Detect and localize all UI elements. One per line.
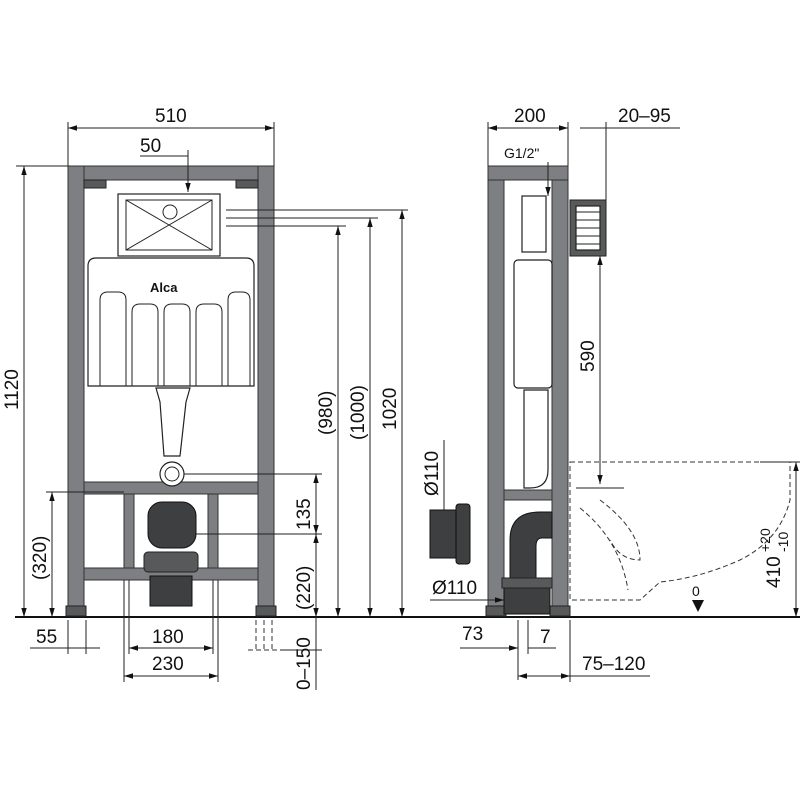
frame-foot-right bbox=[255, 605, 277, 617]
wc-pan-outline bbox=[569, 461, 791, 601]
frame-inner-rail-right bbox=[207, 493, 219, 569]
flush-plate-inner bbox=[125, 199, 213, 251]
drain-elbow-side bbox=[509, 511, 553, 581]
dim-75-120: 75–120 bbox=[582, 654, 645, 675]
dim-width-total: 510 bbox=[155, 106, 187, 127]
dim-adjust: 0–150 bbox=[294, 637, 315, 690]
side-frame-middle-bar bbox=[503, 489, 553, 501]
dim-h-135: 135 bbox=[294, 498, 315, 530]
drain-coupler bbox=[429, 509, 461, 559]
dim-wall-gap: 20–95 bbox=[618, 106, 671, 127]
dim-feet: 55 bbox=[36, 627, 57, 648]
dim-590: 590 bbox=[578, 340, 599, 372]
frame-top-bar bbox=[67, 165, 275, 181]
frame-left-post bbox=[67, 165, 85, 615]
dim-410-tol-minus: -10 bbox=[775, 532, 791, 552]
bracket-right bbox=[235, 179, 259, 189]
dim-h-220: (220) bbox=[294, 566, 315, 610]
frame-right-post bbox=[257, 165, 275, 615]
brand-logo-text: Alca bbox=[150, 280, 178, 295]
dim-height-total: 1120 bbox=[2, 369, 23, 410]
cistern-tank bbox=[87, 257, 255, 387]
frame-foot-left bbox=[65, 605, 87, 617]
dim-410: 410 bbox=[764, 556, 785, 588]
side-dimensions: 200 20–95 G1/2" 590 Ø110 Ø110 73 7 75–12… bbox=[422, 106, 800, 682]
front-view: Alca bbox=[65, 165, 280, 651]
floor-zero-label: 0 bbox=[692, 583, 700, 599]
dim-7: 7 bbox=[540, 627, 551, 648]
flush-pipe bbox=[155, 387, 191, 457]
dim-offset-top: 50 bbox=[140, 136, 161, 157]
dim-d110-bottom: Ø110 bbox=[432, 578, 477, 599]
thread-label: G1/2" bbox=[504, 145, 539, 161]
flush-valve-icon bbox=[162, 204, 178, 220]
dim-410-tol-plus: +20 bbox=[757, 528, 773, 552]
dim-h-980: (980) bbox=[316, 391, 337, 435]
side-frame-back-post bbox=[487, 165, 505, 615]
dim-depth: 200 bbox=[514, 106, 546, 127]
floor-zero-marker bbox=[692, 600, 704, 612]
drain-pipe-front bbox=[149, 575, 193, 607]
side-frame-top-bar bbox=[487, 165, 569, 181]
dim-h-320: (320) bbox=[30, 536, 51, 580]
front-dimensions: 510 50 1120 (980) (1000) 1020 135 (220) … bbox=[2, 106, 408, 690]
bracket-left bbox=[83, 179, 107, 189]
dim-d110-top: Ø110 bbox=[422, 451, 443, 496]
frame-inner-rail-left bbox=[123, 493, 135, 569]
flush-pipe-outlet bbox=[159, 461, 185, 487]
dim-pipe-spacing: 180 bbox=[152, 627, 184, 648]
dim-h-1000: (1000) bbox=[348, 385, 369, 440]
drain-elbow-front bbox=[147, 501, 197, 549]
side-frame-front-post bbox=[551, 165, 569, 615]
dim-h-1020: 1020 bbox=[380, 388, 401, 430]
dim-base-width: 230 bbox=[152, 654, 184, 675]
dim-73: 73 bbox=[462, 624, 483, 645]
side-flush-pipe bbox=[523, 389, 549, 489]
side-cistern bbox=[513, 259, 553, 389]
inlet-valve bbox=[521, 195, 547, 253]
side-view: 0 bbox=[429, 165, 791, 617]
